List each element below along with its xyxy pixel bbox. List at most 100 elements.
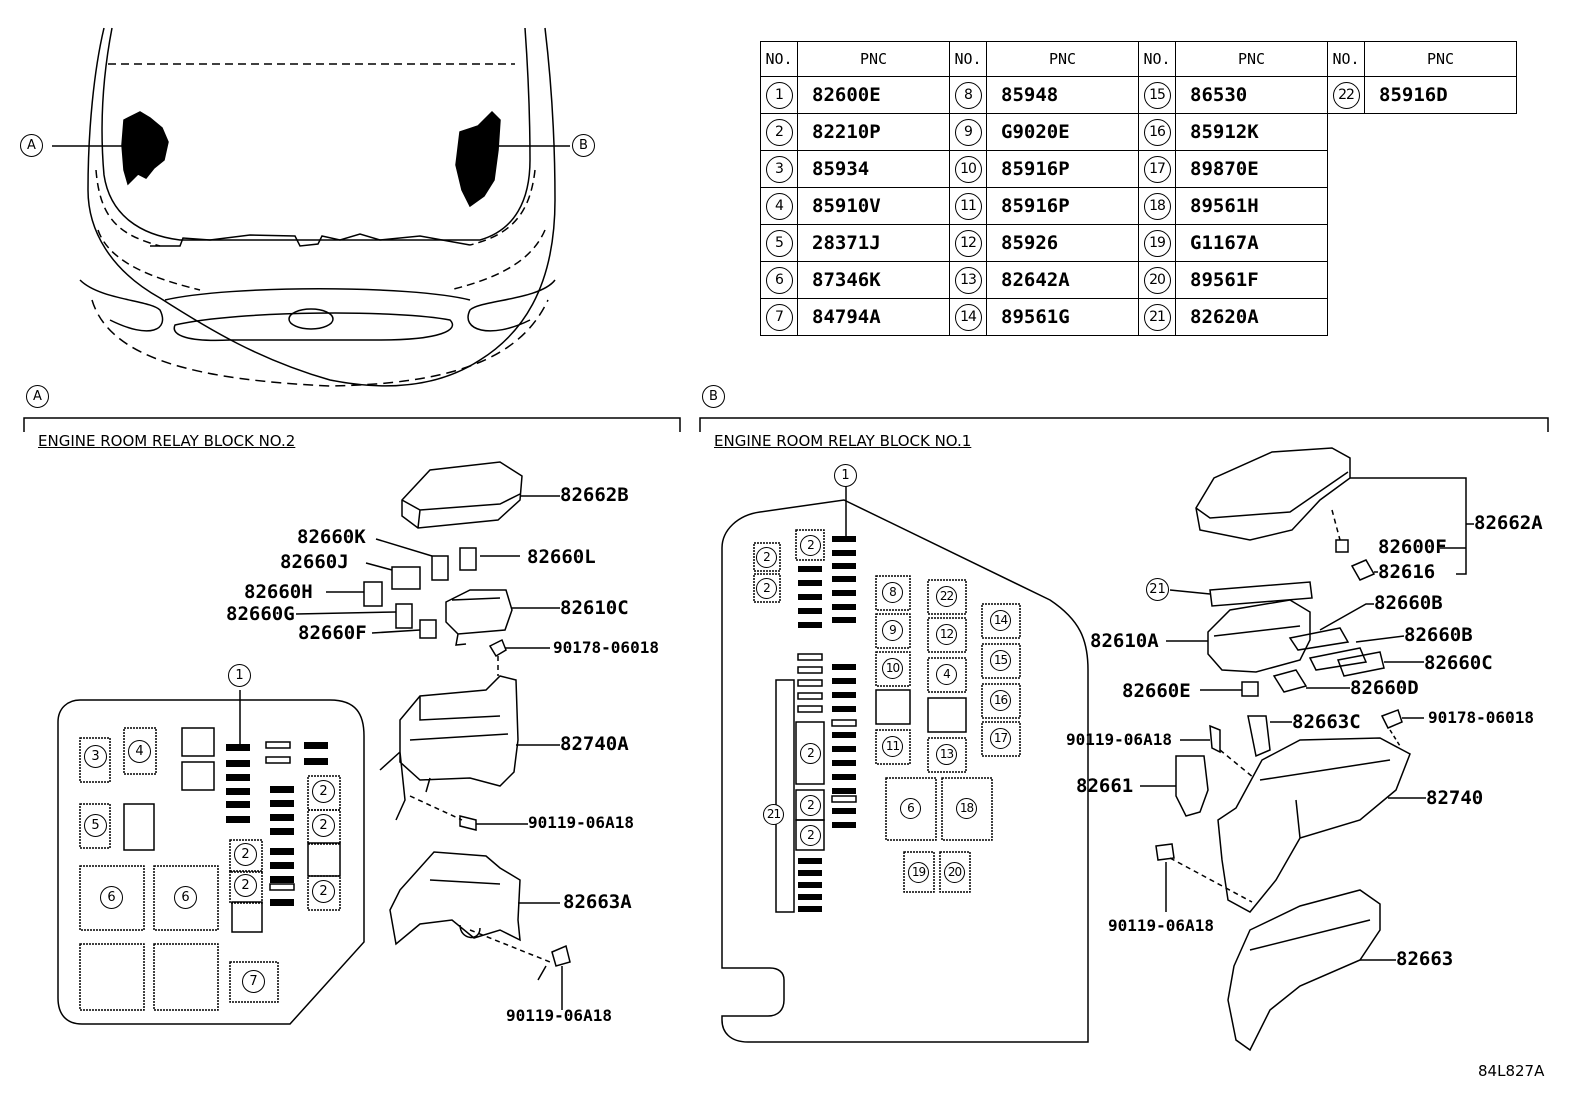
entry-pnc: 85912K	[1175, 113, 1328, 151]
layout-cell-label: 2	[234, 874, 257, 897]
layout-cell-label: 2	[756, 547, 777, 568]
table-row: 2 82210P 9 G9020E 16 85912K	[760, 113, 1517, 151]
part-label: 82660K	[297, 526, 366, 548]
entry-number: 19	[1143, 229, 1171, 257]
entry-pnc: G9020E	[986, 113, 1139, 151]
header-no: NO.	[1138, 41, 1176, 77]
part-label: 82610C	[560, 597, 629, 619]
layout-cell-label: 20	[944, 862, 965, 883]
layout-cell-label: 6	[174, 886, 197, 909]
vehicle-marker-b: B	[572, 134, 595, 157]
entry-pnc: G1167A	[1175, 224, 1328, 262]
part-label: 82660G	[226, 603, 295, 625]
drawing-id: 84L827A	[1478, 1062, 1545, 1080]
layout-cell-label: 17	[990, 728, 1011, 749]
entry-pnc: 85910V	[797, 187, 950, 225]
part-label: 82660L	[527, 546, 596, 568]
entry-number: 11	[954, 192, 982, 220]
entry-number: 20	[1143, 266, 1171, 294]
entry-number: 21	[1143, 303, 1171, 331]
header-no: NO.	[1327, 41, 1365, 77]
layout-cell-label: 2	[800, 825, 821, 846]
entry-pnc: 89561F	[1175, 261, 1328, 299]
table-row: 7 84794A 14 89561G 21 82620A	[760, 298, 1517, 336]
a-cover-drawing	[401, 461, 523, 529]
part-label: 82660E	[1122, 680, 1191, 702]
part-label: 90119-06A18	[506, 1006, 612, 1025]
entry-number: 10	[954, 155, 982, 183]
entry-number: 7	[765, 303, 793, 331]
part-label: 82661	[1076, 775, 1134, 797]
layout-cell-label: 2	[800, 743, 821, 764]
a-lower-drawing	[389, 851, 521, 946]
entry-pnc: 85926	[986, 224, 1139, 262]
vehicle-marker-a: A	[20, 134, 43, 157]
entry-pnc: 85948	[986, 76, 1139, 114]
part-label: 82660F	[298, 622, 367, 644]
table-row: 5 28371J 12 85926 19 G1167A	[760, 224, 1517, 262]
entry-pnc: 82210P	[797, 113, 950, 151]
entry-pnc: 84794A	[797, 298, 950, 336]
part-label: 82660D	[1350, 677, 1419, 699]
layout-cell-label: 21	[763, 804, 784, 825]
part-label: 90119-06A18	[528, 813, 634, 832]
layout-cell-label: 1	[834, 464, 857, 487]
entry-number: 16	[1143, 118, 1171, 146]
b-fuse-strip	[1209, 581, 1313, 607]
section-a-frame	[23, 417, 681, 432]
part-callout: 21	[1146, 578, 1169, 601]
section-a-title: ENGINE ROOM RELAY BLOCK NO.2	[38, 432, 296, 450]
layout-cell-label: 14	[990, 610, 1011, 631]
layout-cell-label: 3	[84, 745, 107, 768]
layout-cell-label: 2	[312, 814, 335, 837]
entry-pnc: 89561G	[986, 298, 1139, 336]
a-box-drawing	[379, 675, 519, 821]
part-label: 82663C	[1292, 711, 1361, 733]
layout-cell-label: 2	[312, 780, 335, 803]
layout-cell-label: 15	[990, 650, 1011, 671]
b-lower-drawing	[1227, 889, 1381, 1052]
entry-pnc: 89870E	[1175, 150, 1328, 188]
b-layout-panel	[721, 499, 1089, 1043]
layout-cell-label: 2	[234, 843, 257, 866]
entry-number: 22	[1332, 81, 1360, 109]
part-label: 82600F	[1378, 536, 1447, 558]
a-layout-panel	[57, 699, 365, 1025]
layout-cell-label: 6	[100, 886, 123, 909]
entry-pnc: 82600E	[797, 76, 950, 114]
table-row: 3 85934 10 85916P 17 89870E	[760, 150, 1517, 188]
entry-pnc: 85916D	[1364, 76, 1517, 114]
entry-number: 15	[1143, 81, 1171, 109]
table-row: 6 87346K 13 82642A 20 89561F	[760, 261, 1517, 299]
pnc-table-header-row: NO. PNC NO. PNC NO. PNC NO. PNC	[760, 41, 1517, 77]
entry-pnc: 85934	[797, 150, 950, 188]
header-no: NO.	[760, 41, 798, 77]
part-label: 82740	[1426, 787, 1484, 809]
entry-number: 2	[765, 118, 793, 146]
entry-number: 6	[765, 266, 793, 294]
part-label: 90178-06018	[1428, 708, 1534, 727]
entry-pnc: 87346K	[797, 261, 950, 299]
entry-number: 5	[765, 229, 793, 257]
layout-cell-label: 7	[242, 970, 265, 993]
entry-number: 3	[765, 155, 793, 183]
layout-cell-label: 16	[990, 690, 1011, 711]
layout-cell-label: 13	[936, 744, 957, 765]
layout-cell-label: 2	[800, 535, 821, 556]
layout-cell-label: 22	[936, 586, 957, 607]
layout-cell-label: 2	[756, 578, 777, 599]
layout-cell-label: 2	[312, 880, 335, 903]
header-no: NO.	[949, 41, 987, 77]
layout-cell-label: 19	[908, 862, 929, 883]
entry-pnc: 82642A	[986, 261, 1139, 299]
section-b-frame	[699, 417, 1549, 432]
entry-pnc: 85916P	[986, 150, 1139, 188]
part-label: 90119-06A18	[1066, 730, 1172, 749]
relay-block-a-silhouette	[121, 111, 169, 186]
entry-pnc: 28371J	[797, 224, 950, 262]
entry-number: 12	[954, 229, 982, 257]
table-row: 1 82600E 8 85948 15 86530 22 85916D	[760, 76, 1517, 114]
section-b-title: ENGINE ROOM RELAY BLOCK NO.1	[714, 432, 972, 450]
layout-cell-label: 2	[800, 795, 821, 816]
layout-cell-label: 5	[84, 814, 107, 837]
